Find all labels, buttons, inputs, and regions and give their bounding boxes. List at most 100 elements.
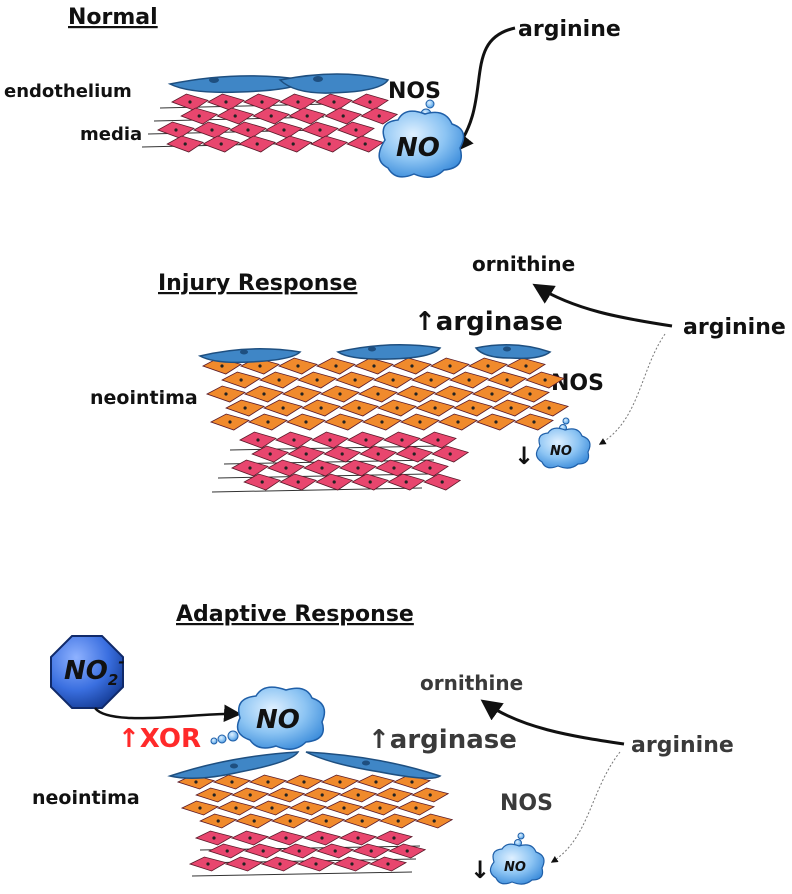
media-cell-nucleus (197, 114, 201, 118)
no-bubble (210, 737, 218, 745)
neointima-cell-nucleus (306, 806, 310, 810)
adaptive-small-no-label: NO (504, 860, 526, 875)
neointima-cell-nucleus (547, 406, 551, 410)
media-cell-nucleus (314, 862, 318, 866)
media-cell-nucleus (269, 114, 273, 118)
media-cell-nucleus (412, 452, 416, 456)
media-cell-nucleus (320, 466, 324, 470)
no-cloud-normal: NO (378, 99, 465, 178)
media-cell-nucleus (212, 836, 216, 840)
media-cell-nucleus (174, 128, 178, 132)
xor-label: ↑XOR (118, 724, 201, 754)
neointima-cell-nucleus (410, 780, 414, 784)
media-cell-nucleus (225, 849, 229, 853)
media-cell-nucleus (363, 142, 367, 146)
media-cell-nucleus (386, 862, 390, 866)
tissue-line (191, 871, 413, 877)
panel-injury: Injury Response ornithine ↑arginase argi… (90, 252, 786, 493)
media-cell-nucleus (255, 142, 259, 146)
neointima-cell-nucleus (334, 364, 338, 368)
neointima-cell-nucleus (429, 378, 433, 382)
neointima-cell-nucleus (376, 392, 380, 396)
no-bubble (217, 734, 227, 744)
adaptive-title: Adaptive Response (176, 602, 414, 627)
media-cell-nucleus (292, 438, 296, 442)
media-cell-nucleus (320, 836, 324, 840)
no-bubble (227, 730, 239, 742)
neointima-cell-nucleus (248, 793, 252, 797)
media-cell-nucleus (440, 480, 444, 484)
neointima-cell-nucleus (252, 819, 256, 823)
nitrite-octagon: NO2- (50, 635, 125, 709)
neointima-cell-nucleus (428, 793, 432, 797)
media-cell-nucleus (296, 100, 300, 104)
media-cell-nucleus (282, 128, 286, 132)
neointima-cell-nucleus (432, 819, 436, 823)
normal-no-label: NO (396, 133, 440, 163)
media-cell-nucleus (332, 480, 336, 484)
media-cell-nucleus (448, 452, 452, 456)
neointima-cell-nucleus (284, 793, 288, 797)
neointima-cell-nucleus (198, 806, 202, 810)
media-layer (141, 93, 399, 153)
neointima-cell-nucleus (228, 420, 232, 424)
neointima-cell-nucleus (392, 793, 396, 797)
media-cell-nucleus (356, 836, 360, 840)
nitrite-label: NO2- (64, 653, 125, 689)
neointima-cell-nucleus (216, 819, 220, 823)
neointima-cell-nucleus (266, 780, 270, 784)
neointima-cell-nucleus (543, 378, 547, 382)
neointima-cell-nucleus (372, 364, 376, 368)
media-cell-nucleus (327, 142, 331, 146)
neointima-layer-adaptive (176, 774, 454, 877)
media-cell-nucleus (377, 114, 381, 118)
neointima-cell-nucleus (281, 406, 285, 410)
neointima-cell-nucleus (296, 364, 300, 368)
media-cell-nucleus (246, 128, 250, 132)
adaptive-nos-label: NOS (500, 791, 553, 816)
media-cell-nucleus (233, 114, 237, 118)
neointima-cell-nucleus (258, 364, 262, 368)
media-cell-nucleus (364, 438, 368, 442)
neointima-cell-nucleus (378, 806, 382, 810)
neointima-cell-nucleus (418, 420, 422, 424)
neointima-cell-nucleus (356, 793, 360, 797)
media-cell-nucleus (305, 114, 309, 118)
neointima-cell-nucleus (302, 780, 306, 784)
media-cell-nucleus (356, 466, 360, 470)
injury-neointima-label: neointima (90, 387, 198, 409)
normal-nos-label: NOS (388, 79, 441, 104)
neointima-cell-nucleus (395, 406, 399, 410)
injury-no-label: NO (550, 444, 572, 459)
media-cell-nucleus (296, 480, 300, 484)
neointima-cell-nucleus (262, 392, 266, 396)
neointima-cell-nucleus (324, 819, 328, 823)
neointima-cell-nucleus (414, 806, 418, 810)
neointima-cell-nucleus (320, 793, 324, 797)
nitrite-to-no-arrow (94, 704, 242, 723)
neointima-cell-nucleus (391, 378, 395, 382)
neointima-cell-nucleus (300, 392, 304, 396)
tissue-line (211, 487, 423, 493)
media-cell-nucleus (428, 466, 432, 470)
adaptive-down-arrow: ↓ (470, 856, 490, 884)
media-cell-nucleus (368, 100, 372, 104)
neointima-cell-nucleus (338, 780, 342, 784)
media-cell-nucleus (260, 100, 264, 104)
injury-ornithine-label: ornithine (472, 252, 575, 276)
no-cloud-adaptive: NO (236, 686, 326, 750)
neointima-cell-nucleus (270, 806, 274, 810)
media-cell-nucleus (210, 128, 214, 132)
media-cell-nucleus (405, 849, 409, 853)
normal-title: Normal (68, 5, 158, 30)
neointima-cell-nucleus (452, 392, 456, 396)
normal-arginine-label: arginine (518, 17, 621, 42)
adaptive-arginine-label: arginine (631, 733, 734, 758)
neointima-cell-nucleus (194, 780, 198, 784)
media-cell-nucleus (261, 849, 265, 853)
neointima-cell-nucleus (448, 364, 452, 368)
neointima-cell-nucleus (433, 406, 437, 410)
neointima-layer-injury (202, 357, 570, 493)
neointima-cell-nucleus (288, 819, 292, 823)
